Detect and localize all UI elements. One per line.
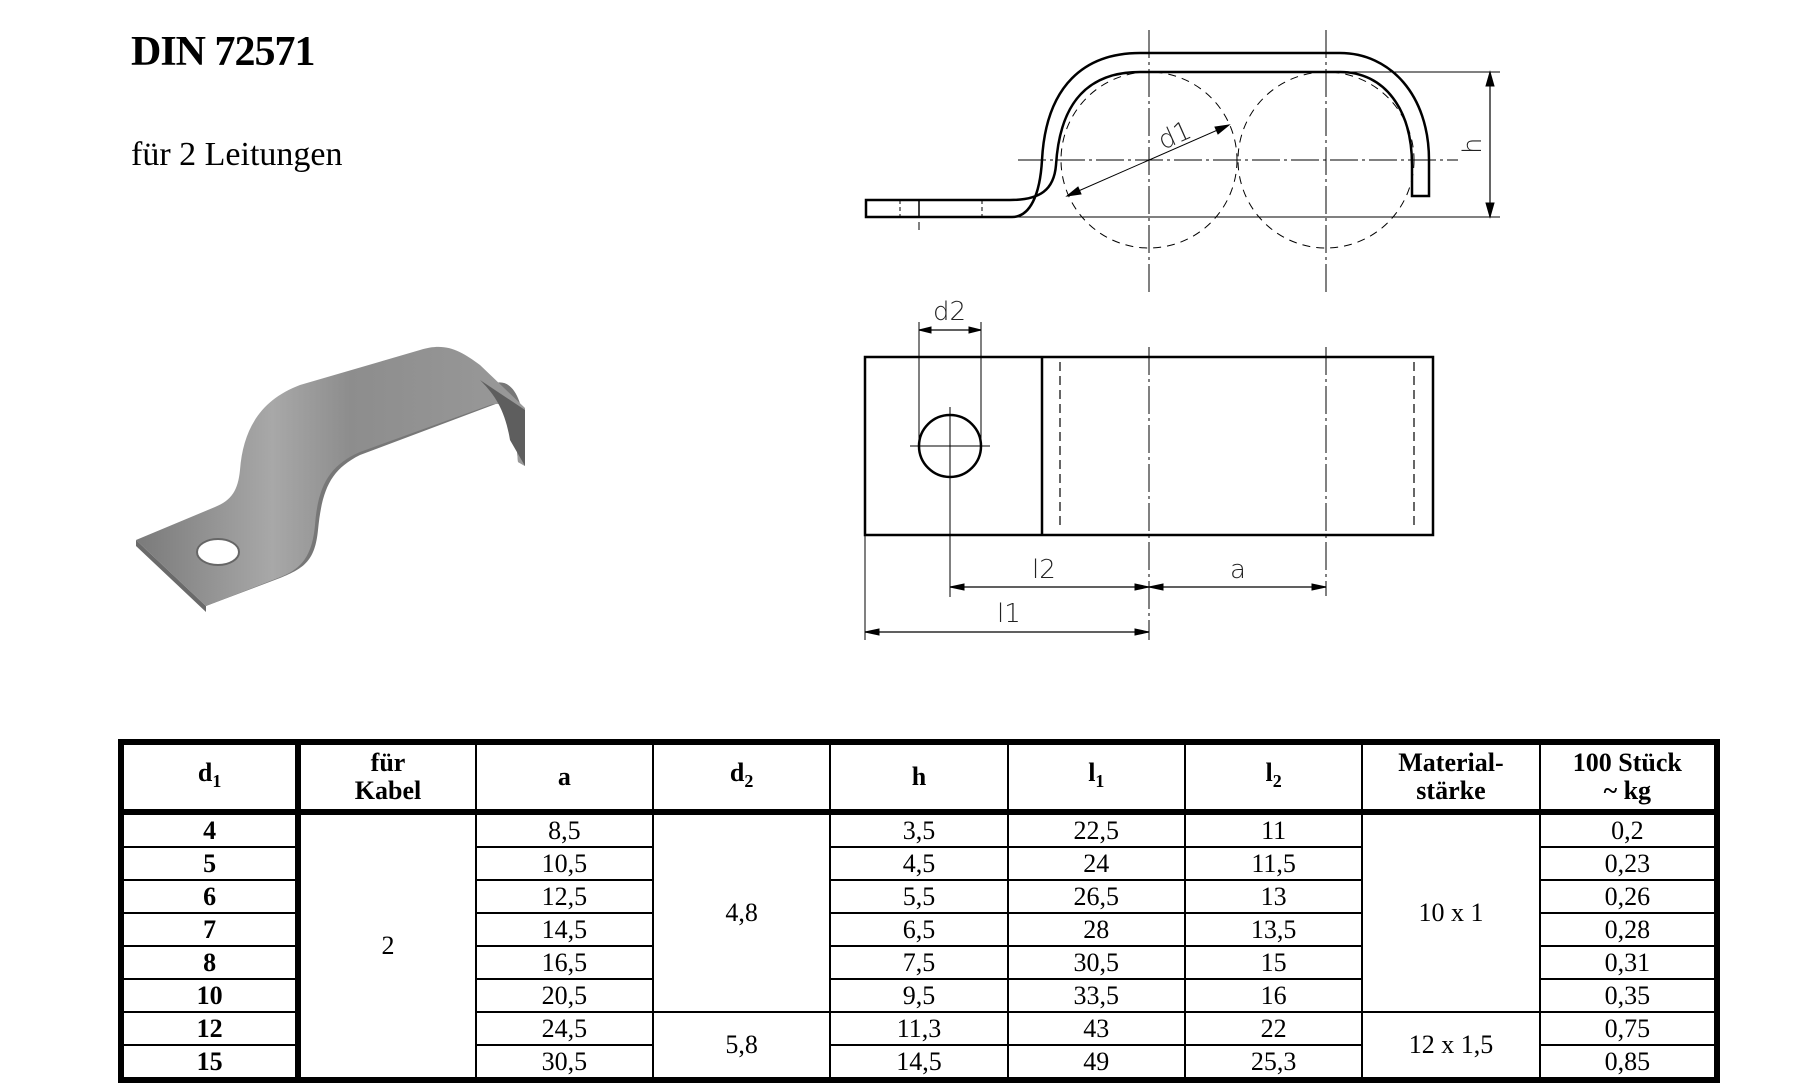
cell-l2: 25,3 (1183, 1044, 1364, 1081)
label-d2: d2 (933, 297, 966, 327)
cell-d1: 8 (119, 945, 302, 980)
cell-h: 9,5 (829, 978, 1009, 1013)
cell-d2: 4,8 (651, 811, 832, 1013)
clamp-3d-render (136, 346, 525, 612)
cell-materialstaerke: 10 x 1 (1361, 811, 1541, 1013)
cell-h: 6,5 (829, 912, 1009, 947)
cell-h: 11,3 (829, 1011, 1009, 1046)
header-l1: l1 (1006, 741, 1186, 813)
cell-a: 24,5 (474, 1011, 654, 1046)
cell-d1: 15 (119, 1044, 302, 1081)
cell-kg: 0,26 (1538, 879, 1719, 914)
cell-d1: 12 (119, 1011, 302, 1046)
cell-d1: 4 (119, 811, 302, 848)
table-row: 6 12,5 5,5 26,5 13 0,26 (119, 879, 1719, 914)
cell-h: 5,5 (829, 879, 1009, 914)
header-weight-kg: 100 Stück~ kg (1538, 741, 1719, 813)
cell-l2: 11,5 (1183, 846, 1364, 881)
cell-materialstaerke: 12 x 1,5 (1361, 1011, 1541, 1081)
cell-fuer-kabel: 2 (297, 811, 477, 1081)
cell-a: 10,5 (474, 846, 654, 881)
cell-l2: 15 (1183, 945, 1364, 980)
cell-kg: 0,75 (1538, 1011, 1719, 1046)
cell-l1: 43 (1006, 1011, 1186, 1046)
cell-d1: 6 (119, 879, 302, 914)
cell-a: 16,5 (474, 945, 654, 980)
table-row: 15 30,5 14,5 49 25,3 0,85 (119, 1044, 1719, 1081)
mounting-hole-3d (196, 538, 240, 566)
cell-a: 12,5 (474, 879, 654, 914)
cell-l2: 22 (1183, 1011, 1364, 1046)
cell-l2: 11 (1183, 811, 1364, 848)
page-subtitle: für 2 Leitungen (131, 136, 343, 173)
cell-kg: 0,28 (1538, 912, 1719, 947)
table-row: 10 20,5 9,5 33,5 16 0,35 (119, 978, 1719, 1013)
header-d1: d1 (119, 741, 302, 813)
header-h: h (829, 741, 1009, 813)
cell-l1: 22,5 (1006, 811, 1186, 848)
cell-l1: 26,5 (1006, 879, 1186, 914)
cell-kg: 0,85 (1538, 1044, 1719, 1081)
cell-a: 14,5 (474, 912, 654, 947)
table-row: 7 14,5 6,5 28 13,5 0,28 (119, 912, 1719, 947)
header-d2: d2 (651, 741, 832, 813)
cell-d1: 5 (119, 846, 302, 881)
table-row: 4 2 8,5 4,8 3,5 22,5 11 10 x 1 0,2 (119, 811, 1719, 1081)
cell-d1: 10 (119, 978, 302, 1013)
cell-kg: 0,23 (1538, 846, 1719, 881)
cell-h: 4,5 (829, 846, 1009, 881)
header-l2: l2 (1183, 741, 1364, 813)
cell-l2: 13 (1183, 879, 1364, 914)
cell-kg: 0,2 (1538, 811, 1719, 848)
table-row: 12 24,5 5,8 11,3 43 22 12 x 1,5 0,75 (119, 1011, 1719, 1081)
table-row: 5 10,5 4,5 24 11,5 0,23 (119, 846, 1719, 881)
cell-a: 30,5 (474, 1044, 654, 1081)
cell-l1: 28 (1006, 912, 1186, 947)
cell-l2: 13,5 (1183, 912, 1364, 947)
cell-kg: 0,35 (1538, 978, 1719, 1013)
cell-kg: 0,31 (1538, 945, 1719, 980)
label-h: h (1458, 138, 1488, 154)
cell-a: 20,5 (474, 978, 654, 1013)
cell-l1: 24 (1006, 846, 1186, 881)
side-view (864, 30, 1500, 292)
label-l1: l1 (997, 599, 1021, 629)
header-a: a (474, 741, 654, 813)
cell-l1: 30,5 (1006, 945, 1186, 980)
cell-l1: 33,5 (1006, 978, 1186, 1013)
label-l2: l2 (1032, 555, 1056, 585)
cell-d1: 7 (119, 912, 302, 947)
page-title: DIN 72571 (131, 29, 316, 75)
cell-h: 14,5 (829, 1044, 1009, 1081)
cell-a: 8,5 (474, 811, 654, 848)
cell-l2: 16 (1183, 978, 1364, 1013)
cell-d2: 5,8 (651, 1011, 832, 1081)
cell-h: 7,5 (829, 945, 1009, 980)
cell-h: 3,5 (829, 811, 1009, 848)
cell-l1: 49 (1006, 1044, 1186, 1081)
top-view (863, 322, 1435, 640)
header-materialstaerke: Material-stärke (1361, 741, 1541, 813)
label-d1: d1 (1154, 116, 1196, 157)
table-row: 8 16,5 7,5 30,5 15 0,31 (119, 945, 1719, 980)
label-a: a (1230, 555, 1246, 585)
